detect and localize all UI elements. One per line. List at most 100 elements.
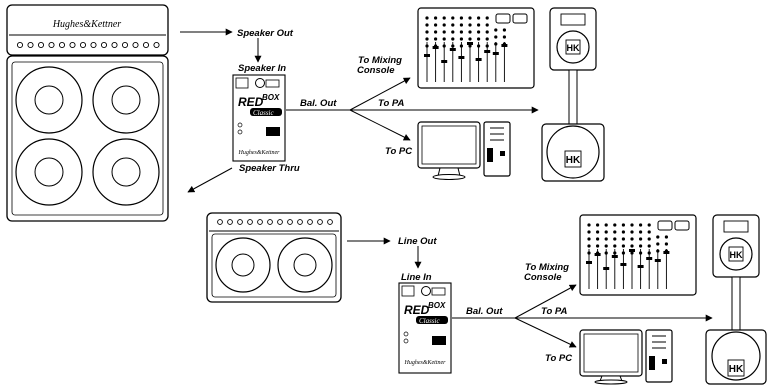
mixer-knob	[604, 244, 608, 248]
mixer-fader-cap	[594, 253, 601, 256]
mixer-knob	[485, 37, 489, 41]
arrow-to-pc-bottom	[514, 317, 577, 348]
amp-knob	[132, 41, 139, 49]
mixer-knob	[494, 35, 498, 39]
speaker-cone	[15, 66, 83, 134]
amp-knob	[142, 41, 150, 49]
arrow-speaker-thru	[187, 167, 233, 193]
mixer-knob	[502, 35, 506, 39]
mixer-knob	[459, 16, 463, 20]
mixer-knob	[613, 237, 617, 241]
amp-knob	[237, 219, 243, 225]
mixer-knob	[425, 37, 429, 41]
speaker-cone	[92, 138, 160, 206]
pa-system-top: HK HK	[541, 7, 605, 182]
mixer-knob	[459, 37, 463, 41]
amp-knob	[257, 219, 263, 225]
combo-amp-2x12	[206, 212, 342, 303]
hk-badge-monitor-top: HK	[567, 43, 580, 53]
mixer-knob	[656, 235, 660, 239]
mixer-fader-cap	[492, 52, 499, 55]
arrow-to-pc-top	[349, 109, 411, 141]
mixer-knob	[451, 30, 455, 34]
mixer-knob	[468, 37, 472, 41]
di-box-bottom-logo: Hughes&Kettner	[404, 360, 447, 366]
mixing-console-top	[417, 7, 535, 89]
mixer-knob	[425, 16, 429, 20]
mixer-knob	[596, 230, 600, 234]
mixer-knob	[621, 223, 626, 227]
mixer-knob	[485, 23, 489, 27]
speaker-cone	[92, 66, 160, 134]
label-bal-out-top: Bal. Out	[300, 98, 337, 109]
amp-knob	[48, 41, 55, 49]
mixer-knob	[477, 37, 481, 41]
mixer-fader-cap	[449, 48, 456, 51]
amp-knob	[121, 41, 129, 49]
di-box-bottom-classic: Classic	[419, 317, 441, 325]
mixer-knob	[630, 244, 634, 248]
mixer-knob	[630, 223, 634, 227]
amp-knob	[217, 219, 223, 225]
label-to-pa-top: To PA	[378, 98, 405, 109]
amp-knob	[227, 219, 233, 225]
di-box-top: RED BOX Classic Hughes&Kettner	[232, 74, 286, 162]
mixer-knob	[604, 223, 608, 227]
mixer-fader-cap	[611, 255, 618, 258]
computer-top	[417, 121, 511, 180]
label-to-mixing-top: To Mixing	[358, 55, 402, 66]
mixer-knob	[502, 28, 506, 32]
mixer-knob	[587, 223, 591, 227]
mixer-knob	[459, 23, 463, 27]
mixer-fader-cap	[424, 54, 430, 57]
mixer-knob	[451, 37, 455, 41]
mixer-fader-cap	[501, 44, 508, 47]
mixer-fader-cap	[458, 56, 465, 59]
mixer-knob	[442, 37, 446, 41]
di-box-top-logo: Hughes&Kettner	[238, 150, 281, 156]
mixer-knob	[639, 223, 643, 227]
mixing-console-bottom	[579, 214, 697, 296]
cabinet-4x12	[6, 55, 169, 222]
mixer-knob	[647, 237, 651, 241]
amp-knob	[317, 219, 323, 225]
mixer-fader-cap	[467, 42, 473, 45]
amp-knob	[287, 219, 293, 225]
mixer-fader-cap	[646, 257, 653, 260]
label-speaker-in: Speaker In	[238, 63, 286, 74]
speaker-cone	[277, 237, 333, 293]
amp-knob	[16, 41, 24, 49]
amp-head-logo: Hughes&Kettner	[52, 19, 121, 30]
mixer-knob	[468, 23, 472, 27]
amp-knob	[277, 219, 283, 225]
mixer-knob	[425, 23, 429, 27]
mixer-knob	[434, 16, 438, 20]
mixer-knob	[604, 230, 608, 234]
mixer-knob	[647, 230, 651, 234]
mixer-knob	[613, 230, 617, 234]
mixer-knob	[664, 242, 669, 246]
mixer-fader-cap	[654, 259, 661, 262]
mixer-knob	[639, 237, 643, 241]
mixer-knob	[434, 30, 438, 34]
mixer-fader-cap	[484, 50, 491, 53]
mixer-knob	[459, 30, 463, 34]
amp-knob	[79, 41, 87, 49]
label-speaker-thru: Speaker Thru	[239, 163, 300, 174]
label-console-top: Console	[357, 65, 395, 76]
mixer-knob	[587, 230, 591, 234]
amp-knob	[153, 41, 160, 49]
mixer-knob	[442, 16, 446, 20]
mixer-knob	[639, 244, 643, 248]
di-box-bottom-red: RED	[404, 303, 430, 317]
amp-head-knobs	[16, 41, 160, 49]
mixer-knob	[621, 244, 626, 248]
mixer-knob	[587, 237, 591, 241]
mixer-knob	[596, 223, 600, 227]
amp-knob	[27, 41, 34, 49]
amp-knob	[58, 41, 66, 49]
mixer-knob	[596, 237, 600, 241]
hk-badge-monitor-bottom: HK	[730, 250, 743, 260]
amp-knob	[37, 41, 45, 49]
